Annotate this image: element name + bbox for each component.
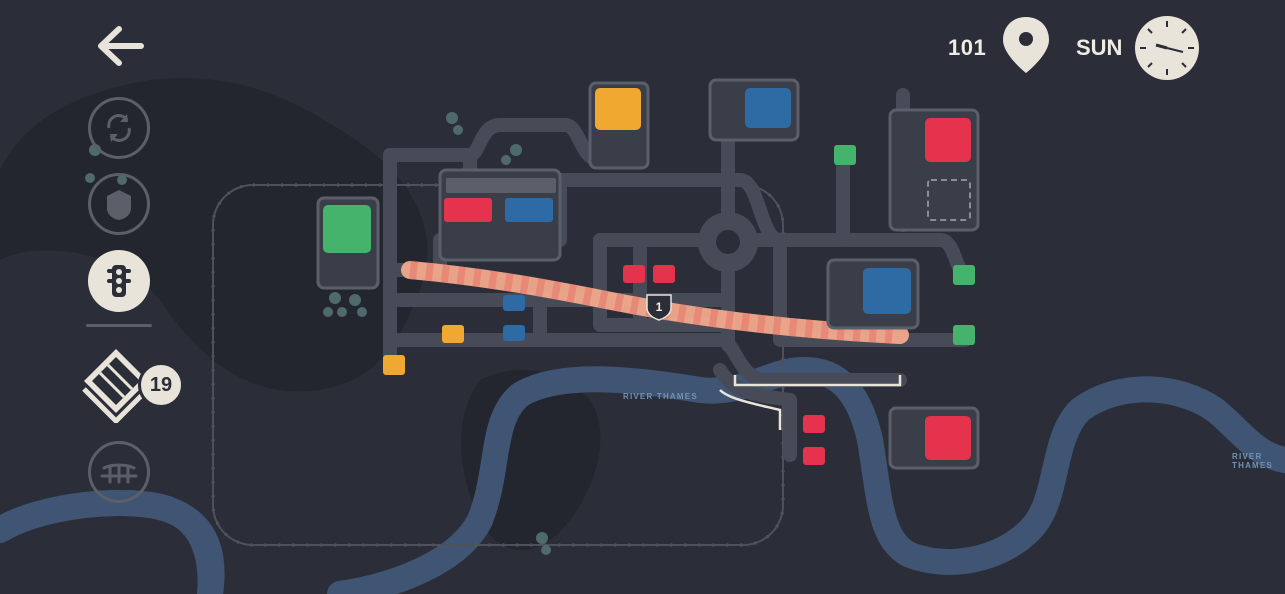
road-count-badge: 19 xyxy=(138,362,184,408)
bridge-tool-button[interactable] xyxy=(88,441,150,503)
motorway-stripes xyxy=(409,261,901,344)
parking-strip xyxy=(446,178,556,193)
day-label: SUN xyxy=(1076,35,1123,60)
red-building[interactable] xyxy=(925,416,971,460)
traffic-light-icon xyxy=(107,265,131,297)
rotate-arrows-icon xyxy=(107,114,131,142)
red-house xyxy=(444,198,492,222)
road-tiles-icon[interactable] xyxy=(80,345,152,423)
houses xyxy=(383,145,975,465)
roundabout-island xyxy=(716,230,740,254)
roundabout-icon xyxy=(107,190,131,220)
location-pin-icon xyxy=(1003,17,1049,73)
score-counter: 101 xyxy=(948,35,987,60)
river-label: RIVER THAMES xyxy=(623,392,698,401)
yellow-building[interactable] xyxy=(595,88,641,130)
roundabout-tool-button[interactable] xyxy=(88,173,150,235)
motorway-shield-icon xyxy=(646,294,672,321)
blue-building[interactable] xyxy=(745,88,791,128)
traffic-light-tool-button[interactable] xyxy=(88,250,150,312)
back-arrow-icon[interactable] xyxy=(95,25,145,67)
clock-icon[interactable] xyxy=(1134,15,1200,81)
blue-house xyxy=(505,198,553,222)
red-building[interactable] xyxy=(925,118,971,162)
rotate-tool-button[interactable] xyxy=(88,97,150,159)
bridge-icon xyxy=(100,463,138,484)
sidebar-divider xyxy=(86,324,152,327)
green-building[interactable] xyxy=(323,205,371,253)
river-label: RIVER THAMES xyxy=(1232,452,1273,470)
blue-building[interactable] xyxy=(863,268,911,314)
river xyxy=(0,356,1285,594)
bridge-road xyxy=(719,375,902,430)
motorway-number: 1 xyxy=(656,300,663,314)
river-west xyxy=(0,490,224,594)
